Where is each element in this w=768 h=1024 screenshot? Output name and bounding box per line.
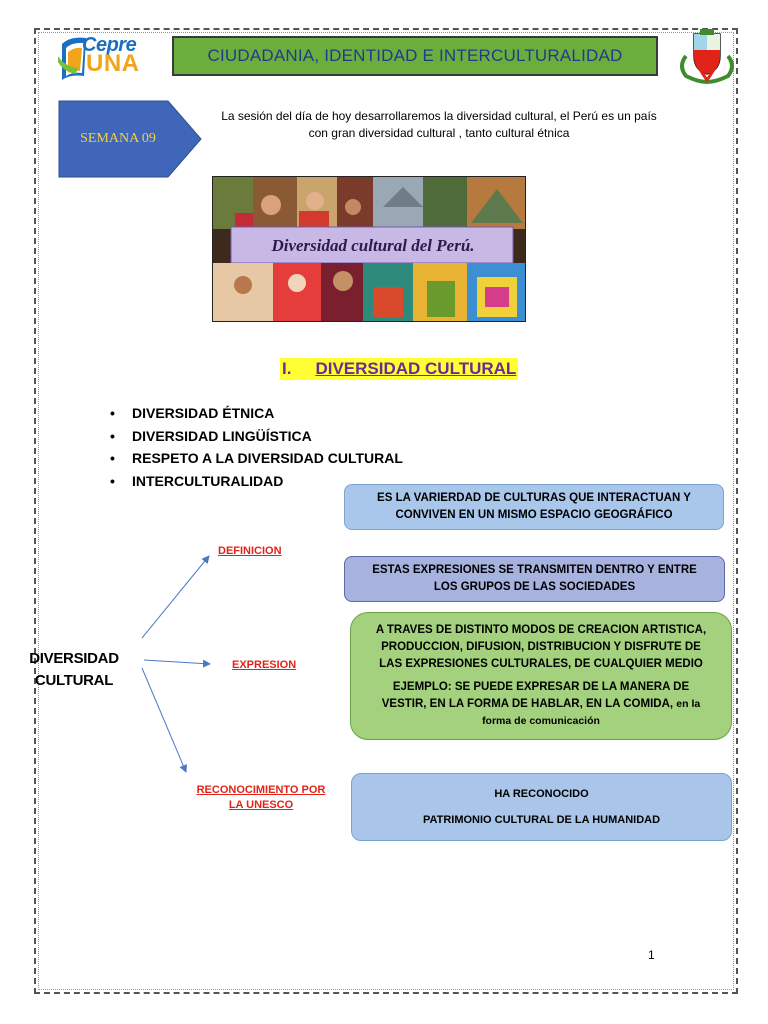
creation-line-2: PRODUCCION, DIFUSION, DISTRIBUCION Y DIS… [381,641,701,653]
coat-of-arms-icon [680,29,734,85]
branch-expresion: EXPRESION [232,659,297,671]
semana-label: SEMANA 09 [80,131,156,146]
list-item: RESPETO A LA DIVERSIDAD CULTURAL [108,447,403,470]
page-number: 1 [648,948,655,962]
section-number: I. [282,359,292,378]
branch-reconocimiento: RECONOCIMIENTO POR LA UNESCO [188,783,334,813]
definition-line-2: CONVIVEN EN UN MISMO ESPACIO GEOGRÁFICO [395,509,673,521]
example-line-3: forma de comunicación [482,715,600,727]
creation-box: A TRAVES DE DISTINTO MODOS DE CREACION A… [350,612,732,740]
example-line-2: VESTIR, EN LA FORMA DE HABLAR, EN LA COM… [381,698,674,710]
banner-collage: Diversidad cultural del Perú. [213,177,525,321]
unesco-box: HA RECONOCIDO PATRIMONIO CULTURAL DE LA … [351,773,732,841]
list-item: DIVERSIDAD ÉTNICA [108,402,403,425]
list-item: INTERCULTURALIDAD [108,470,403,493]
expression-line-1: ESTAS EXPRESIONES SE TRANSMITEN DENTRO Y… [372,564,697,576]
intro-line-2: con gran diversidad cultural , tanto cul… [308,126,570,140]
branch-reconocimiento-line-1: RECONOCIMIENTO POR [196,784,326,796]
intro-line-1: La sesión del día de hoy desarrollaremos… [221,109,657,123]
example-line-1: EJEMPLO: SE PUEDE EXPRESAR DE LA MANERA … [392,681,690,693]
expression-box: ESTAS EXPRESIONES SE TRANSMITEN DENTRO Y… [344,556,725,602]
branch-reconocimiento-line-2: LA UNESCO [228,799,294,811]
section-heading: I. DIVERSIDAD CULTURAL [280,358,519,380]
creation-line-1: A TRAVES DE DISTINTO MODOS DE CREACION A… [375,624,707,636]
definition-line-1: ES LA VARIERDAD DE CULTURAS QUE INTERACT… [377,492,691,504]
concept-center: DIVERSIDAD CULTURAL [22,648,126,692]
branch-definicion: DEFINICION [218,545,282,557]
example-line-2-tail: en la [676,698,701,710]
intro-text: La sesión del día de hoy desarrollaremos… [214,108,664,142]
book-icon [58,37,86,80]
page-border [34,28,738,994]
unesco-line-1: HA RECONOCIDO [494,787,589,800]
section-title: DIVERSIDAD CULTURAL [315,359,517,378]
definition-box: ES LA VARIERDAD DE CULTURAS QUE INTERACT… [344,484,724,530]
semana-pentagon [58,100,202,178]
unesco-line-2: PATRIMONIO CULTURAL DE LA HUMANIDAD [422,813,661,826]
creation-line-3: LAS EXPRESIONES CULTURALES, DE CUALQUIER… [379,658,703,670]
concept-line-2: CULTURAL [34,672,114,689]
logo-text-una: UNA [86,50,140,77]
header-title-box: CIUDADANIA, IDENTIDAD E INTERCULTURALIDA… [172,36,658,76]
logo-text-cepre: Cepre [82,34,137,56]
creation-paragraph: A TRAVES DE DISTINTO MODOS DE CREACION A… [376,622,706,673]
banner-caption: Diversidad cultural del Perú. [270,236,474,255]
peru-coat-of-arms [674,26,740,85]
example-paragraph: EJEMPLO: SE PUEDE EXPRESAR DE LA MANERA … [382,679,700,730]
page-title: CIUDADANIA, IDENTIDAD E INTERCULTURALIDA… [207,46,623,65]
topics-list: DIVERSIDAD ÉTNICA DIVERSIDAD LINGÜÍSTICA… [108,402,403,492]
diversidad-cultural-banner: Diversidad cultural del Perú. [212,176,526,322]
list-item: DIVERSIDAD LINGÜÍSTICA [108,425,403,448]
concept-line-1: DIVERSIDAD [29,650,119,667]
cepre-una-logo: Cepre UNA [56,26,156,84]
expression-line-2: LOS GRUPOS DE LAS SOCIEDADES [433,581,636,593]
